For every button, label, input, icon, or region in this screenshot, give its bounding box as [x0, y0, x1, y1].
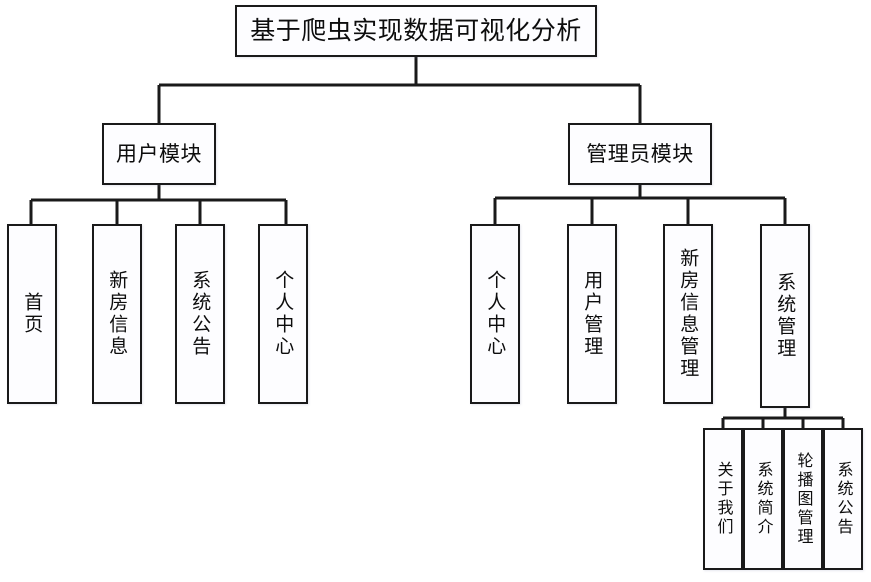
leaf-node-admin-user-manage-label: 用户管理 — [581, 270, 604, 358]
module-node-admin[interactable]: 管理员模块 — [568, 123, 712, 185]
leaf-node-user-home-label: 首页 — [21, 292, 44, 336]
leaf-node-carousel-manage-label: 轮播图管理 — [794, 451, 814, 547]
leaf-node-user-personal-center[interactable]: 个人中心 — [258, 224, 308, 404]
leaf-node-admin-system-manage-label: 系统管理 — [774, 272, 797, 360]
leaf-node-system-announcement[interactable]: 系统公告 — [823, 428, 863, 570]
module-node-user-label: 用户模块 — [116, 141, 202, 166]
leaf-node-admin-system-manage[interactable]: 系统管理 — [760, 224, 810, 408]
leaf-node-admin-personal-center[interactable]: 个人中心 — [470, 224, 520, 404]
leaf-node-about-us-label: 关于我们 — [714, 461, 734, 537]
leaf-node-admin-house-info-manage[interactable]: 新房信息管理 — [663, 224, 713, 404]
leaf-node-user-new-house-info[interactable]: 新房信息 — [92, 224, 142, 404]
leaf-node-user-announcement-label: 系统公告 — [189, 270, 212, 358]
leaf-node-admin-house-info-manage-label: 新房信息管理 — [677, 248, 700, 380]
leaf-node-user-personal-center-label: 个人中心 — [272, 270, 295, 358]
leaf-node-admin-user-manage[interactable]: 用户管理 — [567, 224, 617, 404]
module-node-user[interactable]: 用户模块 — [102, 123, 216, 185]
leaf-node-admin-personal-center-label: 个人中心 — [484, 270, 507, 358]
leaf-node-about-us[interactable]: 关于我们 — [703, 428, 743, 570]
leaf-node-system-announcement-label: 系统公告 — [834, 461, 854, 537]
root-node-label: 基于爬虫实现数据可视化分析 — [250, 16, 582, 46]
leaf-node-system-intro-label: 系统简介 — [754, 461, 774, 537]
leaf-node-carousel-manage[interactable]: 轮播图管理 — [783, 428, 823, 570]
root-node[interactable]: 基于爬虫实现数据可视化分析 — [235, 5, 597, 57]
leaf-node-user-announcement[interactable]: 系统公告 — [175, 224, 225, 404]
leaf-node-system-intro[interactable]: 系统简介 — [743, 428, 783, 570]
leaf-node-user-home[interactable]: 首页 — [7, 224, 57, 404]
leaf-node-user-new-house-info-label: 新房信息 — [106, 270, 129, 358]
module-node-admin-label: 管理员模块 — [586, 141, 694, 166]
